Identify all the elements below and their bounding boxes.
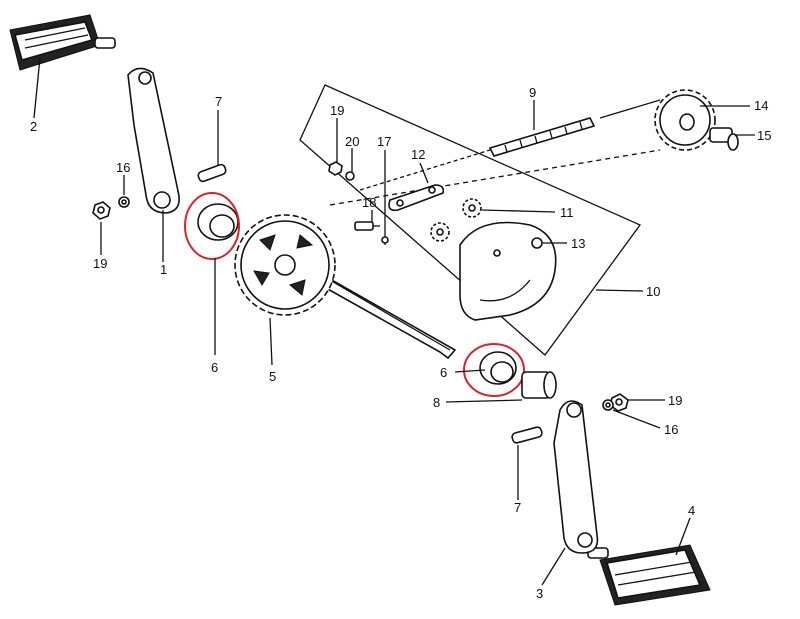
nut-left	[92, 201, 111, 220]
callout-6-right: 6	[440, 365, 447, 380]
callout-5: 5	[269, 369, 276, 384]
callout-7-top: 7	[215, 94, 222, 109]
chainring	[234, 214, 336, 316]
callout-1: 1	[160, 262, 167, 277]
idler-sprocket-a	[462, 198, 482, 218]
rear-sprocket	[654, 89, 716, 151]
callout-13: 13	[571, 236, 585, 251]
callout-18: 18	[362, 195, 376, 210]
washer-right	[602, 399, 614, 411]
small-nut	[328, 161, 343, 176]
callout-10: 10	[646, 284, 660, 299]
right-crank-arm	[553, 400, 599, 554]
leader-lines	[33, 57, 755, 586]
left-crank-arm	[127, 67, 180, 214]
callout-16-right: 16	[664, 422, 678, 437]
hex-bolt	[354, 221, 380, 231]
callout-15: 15	[757, 128, 771, 143]
callout-20: 20	[345, 134, 359, 149]
cotter-pin-top	[197, 163, 227, 183]
callout-19-top: 19	[330, 103, 344, 118]
callout-3: 3	[536, 586, 543, 601]
chain	[329, 99, 661, 206]
chain-guard-outline	[299, 84, 642, 356]
callout-17: 17	[377, 134, 391, 149]
right-bearing-cup	[463, 343, 525, 397]
callout-2: 2	[30, 119, 37, 134]
small-washer	[345, 171, 355, 181]
callout-8: 8	[433, 395, 440, 410]
idler-plate	[388, 184, 445, 212]
callout-19-right: 19	[668, 393, 682, 408]
callout-12: 12	[411, 147, 425, 162]
hub-bolt	[709, 127, 739, 151]
cotter-pin-bottom	[511, 426, 543, 444]
callout-16-left: 16	[116, 160, 130, 175]
callout-6-left: 6	[211, 360, 218, 375]
washer-left	[118, 196, 130, 208]
callout-14: 14	[754, 98, 768, 113]
callout-19-left: 19	[93, 256, 107, 271]
tensioner-bracket	[459, 221, 557, 321]
callout-4: 4	[688, 503, 695, 518]
callout-11: 11	[560, 205, 574, 220]
callout-9: 9	[529, 85, 536, 100]
callout-7-bottom: 7	[514, 500, 521, 515]
small-screw	[381, 225, 389, 245]
right-pedal	[587, 544, 711, 606]
left-bearing-cup	[184, 192, 240, 260]
callout-labels: 2 7 16 19 1 6 5 19 20 17 12 18 9 14 15 1…	[30, 85, 771, 601]
idler-sprocket-b	[430, 222, 450, 242]
bushing	[521, 371, 557, 399]
left-pedal	[9, 14, 116, 71]
